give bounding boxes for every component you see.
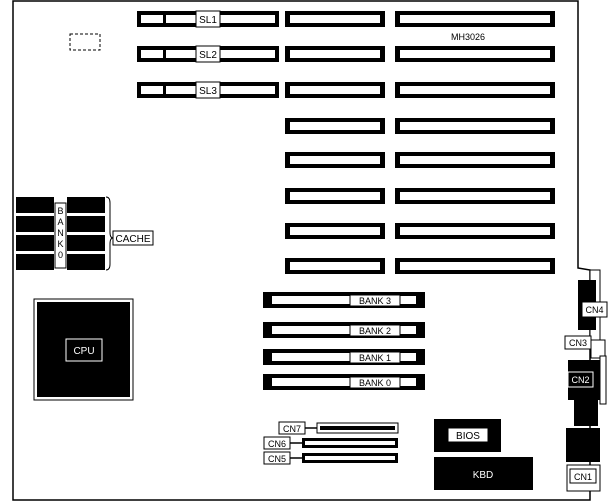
long-slot: [395, 188, 555, 204]
cache-chip: [16, 254, 54, 270]
connector-cn1: CN1: [566, 396, 601, 492]
cache-bank-letter: K: [57, 239, 63, 249]
cache-bank-letter: N: [57, 228, 64, 238]
cache-chip: [67, 254, 105, 270]
connector-cn2: CN2: [567, 355, 607, 405]
bios-label: BIOS: [456, 431, 480, 442]
cpu-label: CPU: [73, 346, 94, 357]
memory-bank-label: BANK 0: [359, 378, 391, 388]
memory-bank-2: BANK 2: [263, 322, 425, 338]
middle-slot: [285, 223, 385, 239]
long-slot: [395, 11, 555, 27]
long-slot: [395, 82, 555, 98]
short-slots: SL1 SL2 SL3: [137, 10, 279, 99]
cache-bank-letter: 0: [58, 250, 63, 260]
long-slot: [395, 152, 555, 168]
middle-slot: [285, 188, 385, 204]
middle-slot: [285, 11, 385, 27]
middle-slot: [285, 118, 385, 134]
cache-chip: [16, 235, 54, 251]
connector-label: CN1: [574, 472, 592, 482]
header-cn6: CN6: [263, 436, 398, 450]
pin-headers: CN7 CN6 CN5: [263, 421, 399, 465]
cpu-socket: CPU: [33, 298, 134, 401]
memory-bank-0: BANK 0: [263, 374, 425, 390]
long-slot: [395, 118, 555, 134]
cache-chip: [16, 197, 54, 213]
header-label: CN7: [283, 424, 301, 434]
kbd-label: KBD: [473, 470, 494, 481]
header-cn5: CN5: [263, 451, 398, 465]
memory-bank-label: BANK 1: [359, 353, 391, 363]
connector-cn3: CN3: [564, 335, 606, 359]
short-slot-2: SL2: [137, 45, 279, 63]
middle-slot: [285, 46, 385, 62]
long-slot: [395, 258, 555, 274]
cache-label-box: [112, 230, 154, 246]
cache-chip: [67, 197, 105, 213]
bios-chip: BIOS: [434, 419, 501, 452]
connector-label: CN3: [569, 338, 587, 348]
oscillator-outline: [69, 33, 101, 51]
memory-bank-label: BANK 3: [359, 296, 391, 306]
kbd-chip: KBD: [434, 457, 533, 490]
cache-bracket: [105, 196, 114, 271]
long-slot: [395, 223, 555, 239]
header-cn7: CN7: [278, 421, 399, 435]
connector-label: CN4: [585, 305, 603, 315]
cache-chip: [67, 216, 105, 232]
middle-slot: [285, 258, 385, 274]
middle-slots: [285, 11, 385, 274]
header-label: CN5: [268, 454, 286, 464]
short-slot-1: SL1: [137, 10, 279, 28]
middle-slot: [285, 152, 385, 168]
memory-banks: BANK 3 BANK 2 BANK 1 BANK 0: [263, 292, 425, 390]
cache-bank-letter: A: [57, 217, 63, 227]
slot-label-sl3: SL3: [199, 86, 217, 97]
short-slot-3: SL3: [137, 81, 279, 99]
slot-label-sl2: SL2: [199, 50, 217, 61]
header-label: CN6: [268, 439, 286, 449]
cache-label: CACHE: [115, 234, 150, 245]
cache-bank-strip: [54, 202, 67, 269]
connector-label: CN2: [571, 375, 589, 385]
memory-bank-1: BANK 1: [263, 349, 425, 365]
long-slots: [395, 11, 555, 274]
cache-chip: [67, 235, 105, 251]
part-number: MH3026: [451, 32, 485, 42]
cache-bank-letter: B: [57, 206, 63, 216]
connector-cn4: CN4: [578, 269, 608, 341]
long-slot: [395, 46, 555, 62]
memory-bank-3: BANK 3: [263, 292, 425, 308]
cache-chip: [16, 216, 54, 232]
middle-slot: [285, 82, 385, 98]
connectors: CN4 CN3 CN2 CN1: [564, 269, 608, 492]
slot-label-sl1: SL1: [199, 15, 217, 26]
memory-bank-label: BANK 2: [359, 326, 391, 336]
